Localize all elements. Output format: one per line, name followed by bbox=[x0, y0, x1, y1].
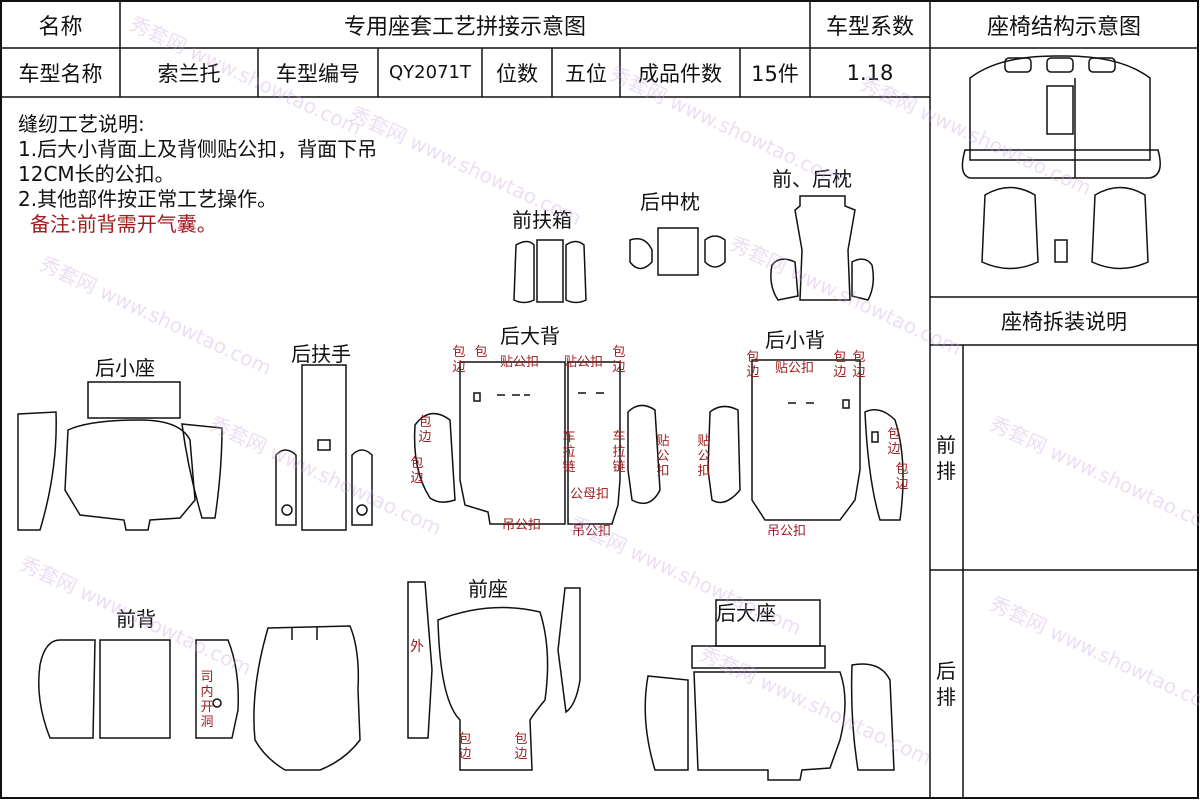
annot-bao-bian: 包边 bbox=[852, 350, 866, 380]
model-code: QY2071T bbox=[389, 62, 471, 83]
annot-bao-bian: 包边 bbox=[418, 415, 432, 445]
label-rear-middle-pillow: 后中枕 bbox=[640, 190, 700, 214]
annot-bao-bian: 包边 bbox=[895, 462, 909, 492]
annot-bao-bian: 包边 bbox=[410, 456, 424, 486]
label-front-seat: 前座 bbox=[468, 577, 508, 601]
annot-bao: 包 bbox=[474, 345, 488, 360]
notes-line-1: 1.后大小背面上及背侧贴公扣，背面下吊 bbox=[18, 137, 378, 161]
label-front-armrest-box: 前扶箱 bbox=[512, 208, 572, 232]
notes-title: 缝纫工艺说明: bbox=[18, 112, 145, 136]
label-rear-armrest: 后扶手 bbox=[291, 342, 351, 366]
label-front-rear-pillow: 前、后枕 bbox=[772, 167, 852, 191]
seats-label: 位数 bbox=[496, 61, 538, 86]
annot-bao-bian: 包边 bbox=[887, 427, 901, 457]
annot-bao-bian: 包边 bbox=[833, 350, 847, 380]
model-name: 索兰托 bbox=[157, 61, 221, 86]
pieces-label: 成品件数 bbox=[638, 61, 722, 86]
model-code-label: 车型编号 bbox=[276, 61, 360, 86]
model-name-label: 车型名称 bbox=[18, 61, 103, 86]
structure-title: 座椅结构示意图 bbox=[986, 14, 1141, 40]
annot-diao-gong-kou: 吊公扣 bbox=[767, 524, 807, 539]
label-rear-small-back: 后小背 bbox=[765, 328, 825, 352]
notes-remark: 备注:前背需开气囊。 bbox=[30, 212, 217, 236]
annot-bao-bian: 包边 bbox=[746, 350, 760, 380]
annot-gong-mu-kou: 公母扣 bbox=[570, 487, 610, 502]
coef-value: 1.18 bbox=[846, 60, 894, 85]
annot-bao-bian: 包边 bbox=[452, 345, 466, 375]
sewing-notes: 缝纫工艺说明: 1.后大小背面上及背侧贴公扣，背面下吊 12CM长的公扣。 2.… bbox=[18, 112, 377, 237]
label-front-back: 前背 bbox=[116, 607, 156, 631]
label-rear-large-seat: 后大座 bbox=[716, 601, 776, 625]
label-rear-small-seat: 后小座 bbox=[95, 356, 155, 380]
notes-line-2: 12CM长的公扣。 bbox=[18, 162, 175, 186]
front-row-label: 前排 bbox=[936, 433, 956, 483]
annot-si-nei-kai-dong: 司内开洞 bbox=[200, 670, 214, 730]
seat-structure-illustration bbox=[961, 55, 1161, 270]
annot-wai: 外 bbox=[410, 639, 424, 655]
pieces-value: 15件 bbox=[751, 61, 799, 86]
rear-row-label: 后排 bbox=[936, 659, 956, 709]
annot-che-la-lian: 车拉链 bbox=[562, 430, 576, 475]
annot-bao-bian: 包边 bbox=[514, 732, 528, 762]
annot-tie-gong-kou: 贴公扣 bbox=[775, 361, 815, 376]
annot-tie-gong-kou: 贴公扣 bbox=[564, 355, 604, 370]
annot-diao-gong-kou: 吊公扣 bbox=[502, 518, 542, 533]
annot-che-la-lian: 车拉链 bbox=[612, 430, 626, 475]
coef-label: 车型系数 bbox=[825, 14, 914, 40]
disassembly-title: 座椅拆装说明 bbox=[1001, 310, 1127, 334]
sheet-title: 专用座套工艺拼接示意图 bbox=[343, 14, 586, 40]
label-rear-large-back: 后大背 bbox=[500, 324, 560, 348]
name-label: 名称 bbox=[38, 14, 83, 40]
annot-diao-gong-kou: 吊公扣 bbox=[572, 524, 612, 539]
notes-line-3: 2.其他部件按正常工艺操作。 bbox=[18, 187, 278, 211]
annot-bao-bian: 包边 bbox=[612, 345, 626, 375]
seats-value: 五位 bbox=[565, 61, 607, 86]
annot-bao-bian: 包边 bbox=[458, 732, 472, 762]
annot-tie-gong-kou: 贴公扣 bbox=[500, 355, 540, 370]
annot-tie-gong-kou: 贴公扣 bbox=[656, 434, 670, 479]
annot-tie-gong-kou: 贴公扣 bbox=[697, 434, 711, 479]
